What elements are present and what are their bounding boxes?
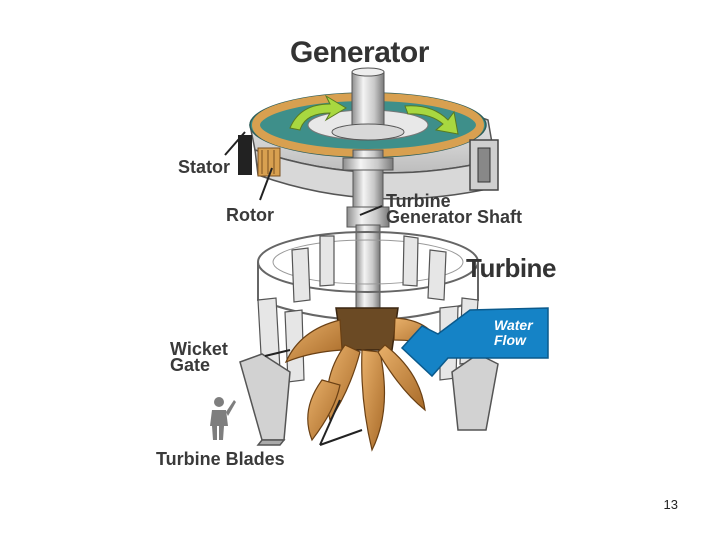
- rotation-arrow-icon: [289, 94, 347, 131]
- water-flow-label-line2: Flow: [494, 332, 526, 348]
- turbine-blade-icon: [377, 344, 426, 412]
- turbine-blade-icon: [361, 349, 386, 452]
- turbine-blades-label: Turbine Blades: [156, 449, 285, 469]
- water-flow-label-line1: Water: [494, 317, 533, 333]
- turbine-generator-shaft: [342, 149, 394, 311]
- shaft-top-icon: [351, 71, 385, 133]
- turbine-blade-icon: [284, 319, 343, 364]
- person-figure-icon: [210, 397, 236, 440]
- water-flow-arrow-icon: [400, 307, 549, 378]
- turbine-runner-icon: [284, 307, 441, 452]
- shaft-label-line2: Generator Shaft: [386, 207, 523, 227]
- stator-label: Stator: [178, 157, 231, 177]
- wicket-label-line2: Gate: [170, 355, 211, 375]
- rotation-arrow-icon: [404, 105, 459, 135]
- shaft-label-line1: Turbine: [386, 191, 451, 211]
- turbine-blade-icon: [307, 379, 341, 442]
- page-number: 13: [663, 497, 678, 512]
- stator-coils-icon: [238, 135, 281, 177]
- generator-label: Generator: [290, 36, 429, 69]
- turbine-label: Turbine: [466, 253, 556, 283]
- leader-lines: [224, 131, 383, 446]
- rotor-label: Rotor: [226, 205, 274, 225]
- wicket-label-line1: Wicket: [170, 339, 228, 359]
